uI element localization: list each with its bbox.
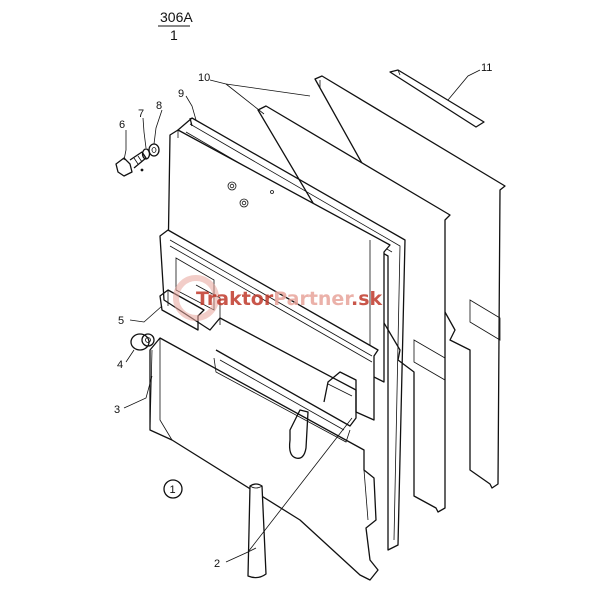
callout-5: 5: [118, 315, 124, 327]
callout-4: 4: [117, 359, 123, 371]
callout-10: 10: [198, 72, 210, 84]
callout-7: 7: [138, 108, 144, 120]
part-2-rod: [247, 483, 267, 579]
callout-8: 8: [156, 100, 162, 112]
part-4-grommet: [130, 333, 155, 351]
callout-2: 2: [214, 558, 220, 570]
watermark-part-1: Traktor: [196, 288, 274, 310]
part-6-bolt: [115, 151, 147, 177]
callout-11: 11: [481, 62, 492, 74]
callout-3: 3: [114, 404, 120, 416]
watermark-part-2: Partner: [273, 288, 354, 310]
callout-6: 6: [119, 119, 125, 131]
part-8-washer: [148, 143, 160, 157]
group-marker-label: 1: [170, 484, 176, 496]
gear-watermark-icon: [173, 275, 219, 321]
group-marker: 1: [163, 479, 183, 499]
leader-lines: [123, 69, 481, 563]
watermark: TraktorPartner.sk: [173, 275, 383, 321]
diagram-title-top: 306A: [160, 9, 193, 25]
part-11-strip: [389, 69, 485, 128]
part-10-insulation-panels: [257, 75, 506, 513]
svg-text:TraktorPartner.sk: TraktorPartner.sk: [196, 288, 383, 310]
part-3-lower-panel: [149, 337, 379, 581]
watermark-part-3: .sk: [351, 288, 383, 310]
callout-9: 9: [178, 88, 184, 100]
diagram-title-bottom: 1: [170, 27, 178, 43]
